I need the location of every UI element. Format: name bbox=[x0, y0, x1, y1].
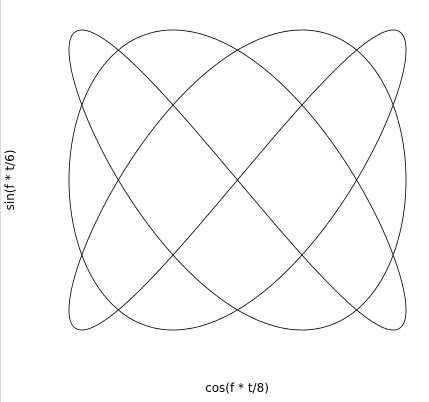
x-axis-label: cos(f * t/8) bbox=[205, 381, 269, 395]
lissajous-curve bbox=[68, 29, 407, 331]
figure-left-border bbox=[0, 0, 1, 402]
plot-area bbox=[68, 29, 407, 331]
y-axis-label: sin(f * t/6) bbox=[3, 150, 17, 211]
